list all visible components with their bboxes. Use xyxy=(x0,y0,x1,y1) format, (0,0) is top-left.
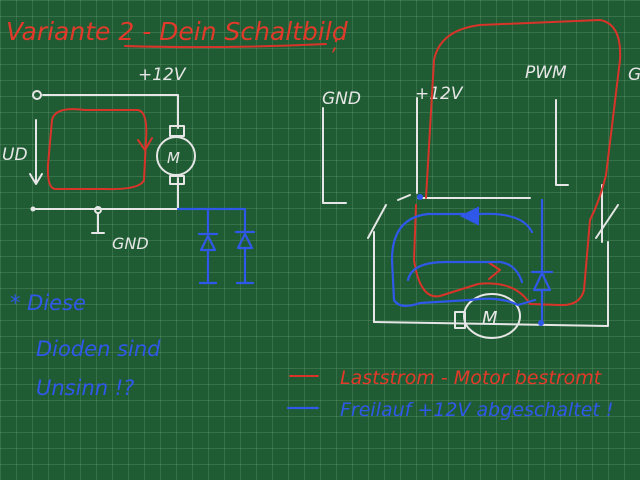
right-12v-label: +12V xyxy=(415,84,464,104)
right-switch-left xyxy=(367,204,387,323)
right-load-current-arrow xyxy=(487,261,501,280)
right-gnd-bracket xyxy=(322,107,347,204)
left-terminal-top xyxy=(32,90,42,100)
left-gnd-label: GND xyxy=(112,234,149,253)
note-line-2: Dioden sind xyxy=(36,337,161,361)
legend: Laststrom - Motor bestromt Freilauf +12V… xyxy=(286,367,614,421)
svg-text:;: ; xyxy=(332,31,339,55)
right-gnd-label: GND xyxy=(322,89,361,109)
title-group: Variante 2 - Dein Schaltbild ; xyxy=(6,17,348,55)
right-pwm-bracket xyxy=(555,99,569,186)
left-supply-label: +12V xyxy=(138,65,187,85)
ud-label: UD xyxy=(2,145,28,165)
diode-note: * Diese Dioden sind Unsinn !? xyxy=(10,291,161,400)
left-motor-label: M xyxy=(167,149,180,167)
left-load-current-arrow xyxy=(137,137,153,151)
page-title: Variante 2 - Dein Schaltbild xyxy=(6,17,348,46)
left-diode-2 xyxy=(234,230,256,285)
right-g-label: G xyxy=(628,65,640,85)
left-diodes xyxy=(176,207,256,285)
right-switch-right xyxy=(595,184,619,243)
right-freewheel-arrow xyxy=(459,206,479,226)
note-line-3: Unsinn !? xyxy=(36,376,134,400)
right-freewheel xyxy=(390,198,554,325)
right-load-current-path xyxy=(413,19,622,307)
left-wire-top xyxy=(42,94,179,129)
ud-arrow xyxy=(29,119,43,185)
right-top-rail xyxy=(397,194,531,201)
left-diode-1 xyxy=(197,232,219,285)
right-bottom-rail xyxy=(373,241,609,327)
right-freewheel-loop xyxy=(390,212,537,307)
left-diode-wires xyxy=(176,207,247,234)
right-diode xyxy=(530,270,554,325)
left-load-current-loop xyxy=(46,108,148,191)
title-underline xyxy=(124,43,327,49)
note-line-1: * Diese xyxy=(10,291,86,315)
right-pwm-label: PWM xyxy=(525,63,567,83)
right-freewheel-inner xyxy=(406,260,524,284)
right-motor-label: M xyxy=(482,308,498,329)
right-circuit: GND +12V PWM G M xyxy=(322,63,640,339)
legend-red-text: Laststrom - Motor bestromt xyxy=(340,367,603,389)
left-gnd-lead xyxy=(91,212,105,234)
legend-blue-text: Freilauf +12V abgeschaltet ! xyxy=(340,399,614,421)
left-circuit: M UD +12V GND xyxy=(2,65,196,253)
